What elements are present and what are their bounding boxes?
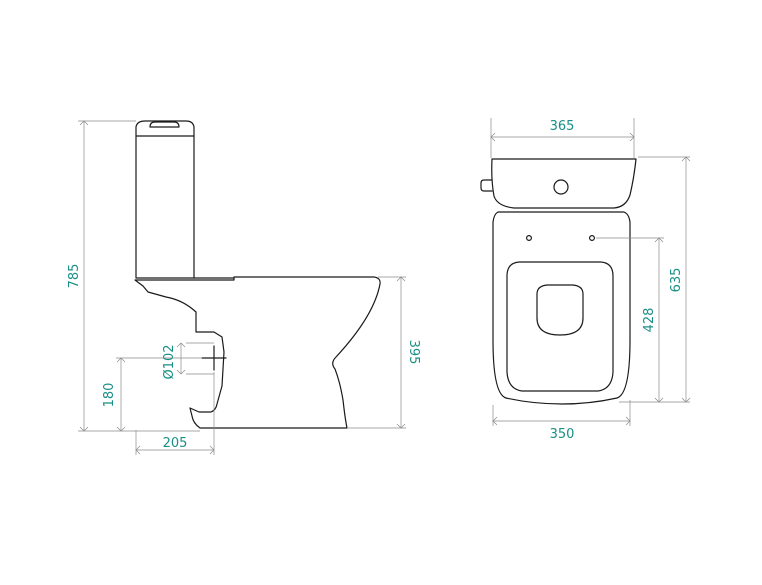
dim-total-depth-label: 635 — [669, 268, 684, 293]
hinge-hole-right — [588, 235, 595, 242]
bowl-top-outline — [492, 211, 631, 405]
outlet-circle-guide — [186, 342, 214, 375]
dim-seat-depth-label: 428 — [642, 308, 657, 333]
outlet-crosshair — [201, 345, 227, 371]
dim-outlet-distance-label: 205 — [163, 436, 188, 451]
dim-outlet-diameter-label: Ø102 — [162, 344, 177, 379]
side-view — [134, 120, 381, 429]
dim-tank-width-label: 365 — [550, 119, 575, 134]
bowl-outline — [134, 276, 381, 429]
flush-button — [149, 121, 180, 128]
tank-outline — [491, 158, 637, 209]
tank-button — [553, 179, 569, 195]
top-view-dimensions — [490, 118, 691, 426]
dim-bowl-width-label: 350 — [550, 427, 575, 442]
seat-outline — [506, 261, 614, 392]
bowl-opening — [536, 284, 584, 336]
hinge-hole-left — [525, 235, 532, 242]
dim-outlet-height-label: 180 — [102, 383, 117, 408]
dim-total-height-label: 785 — [67, 264, 82, 289]
side-view-dimensions — [78, 120, 406, 455]
dim-bowl-height-label: 395 — [406, 340, 421, 365]
top-view — [480, 158, 637, 405]
dimension-labels: 785 395 180 Ø102 205 365 350 635 428 — [67, 119, 684, 451]
tank-side-knob — [480, 179, 493, 192]
cistern-outline — [135, 120, 195, 279]
